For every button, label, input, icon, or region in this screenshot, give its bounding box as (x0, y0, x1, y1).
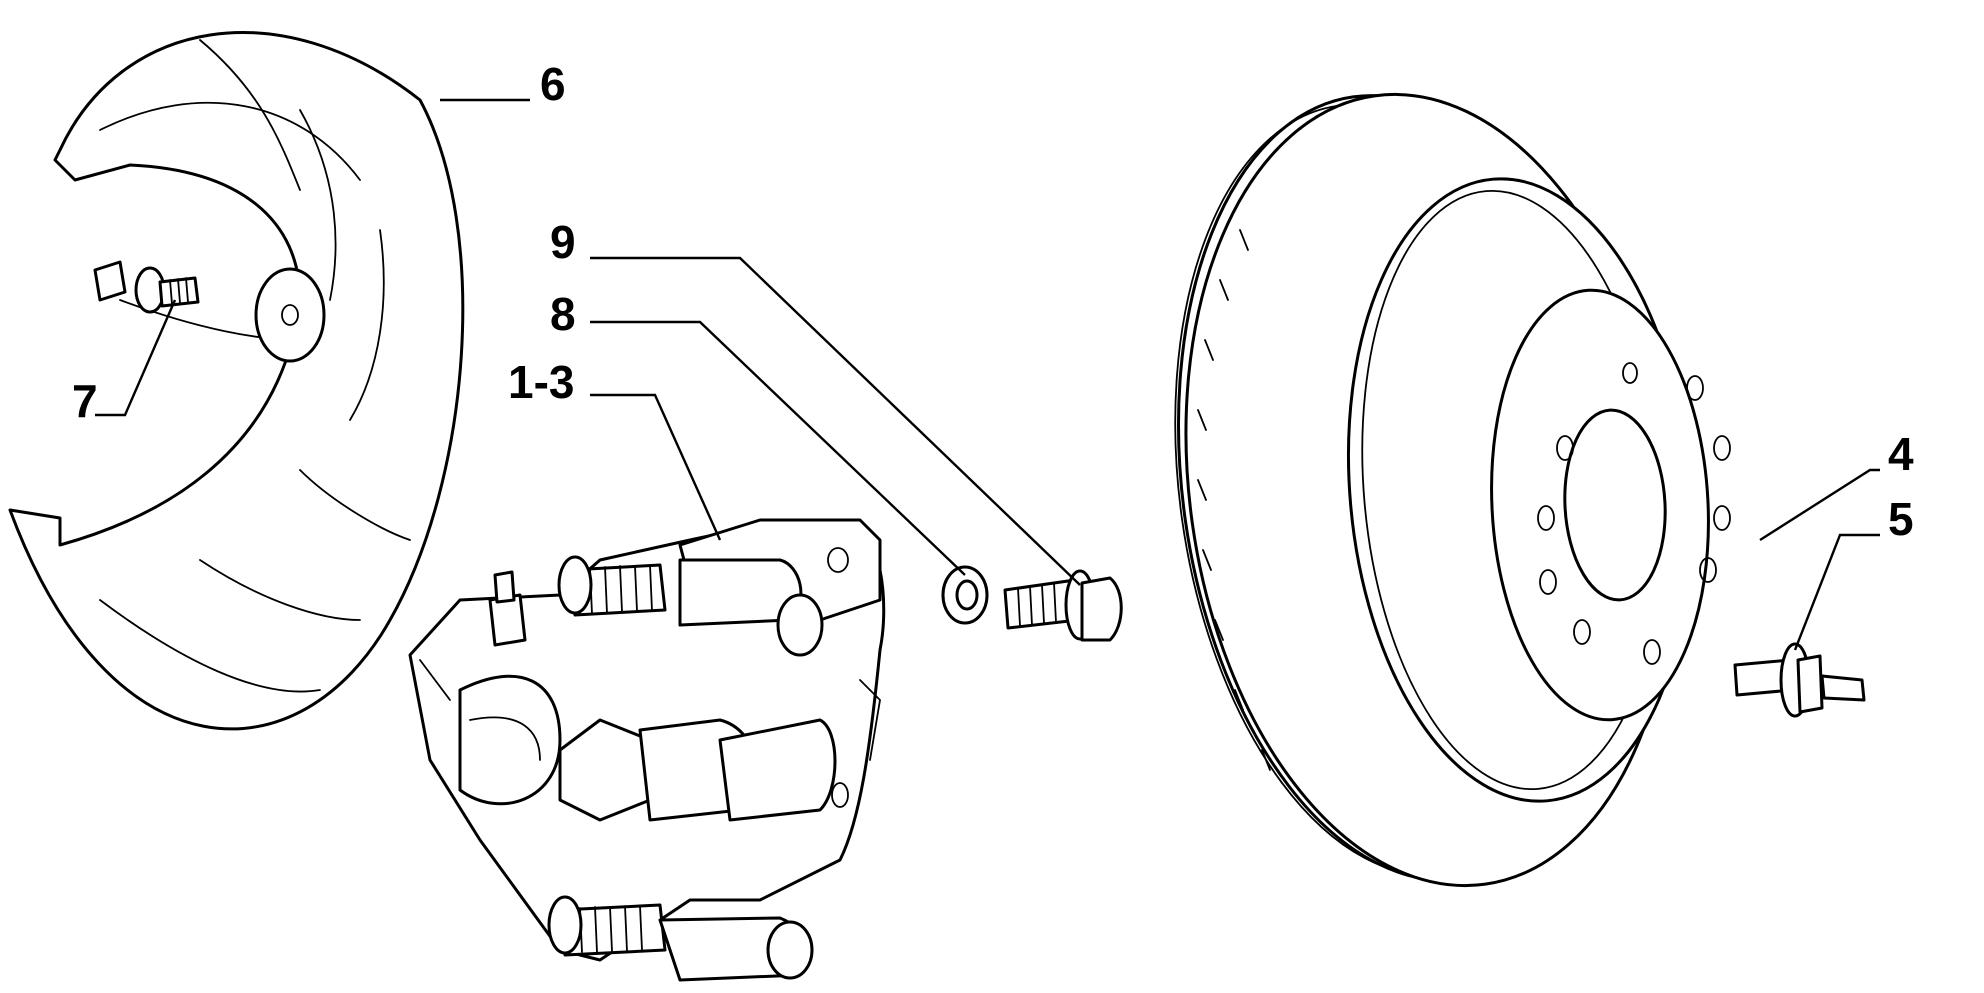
callout-8: 8 (550, 288, 576, 340)
brake-disc (1174, 92, 1731, 888)
disc-fixing-bolt (1733, 642, 1866, 718)
shield-bolt-with-washer (93, 260, 200, 314)
callout-5: 5 (1888, 493, 1914, 545)
dust-shield (8, 31, 465, 731)
caliper-bolt (1003, 569, 1123, 642)
caliper-washer (941, 565, 989, 625)
brake-caliper-assembly (408, 518, 886, 982)
callout-9: 9 (550, 216, 576, 268)
callout-labels: 6 7 9 8 1-3 4 5 (72, 58, 1914, 545)
leader-lines (95, 98, 1880, 651)
callout-6: 6 (540, 58, 566, 110)
callout-4: 4 (1888, 428, 1914, 480)
callout-7: 7 (72, 375, 98, 427)
callout-1-3: 1-3 (508, 356, 574, 408)
